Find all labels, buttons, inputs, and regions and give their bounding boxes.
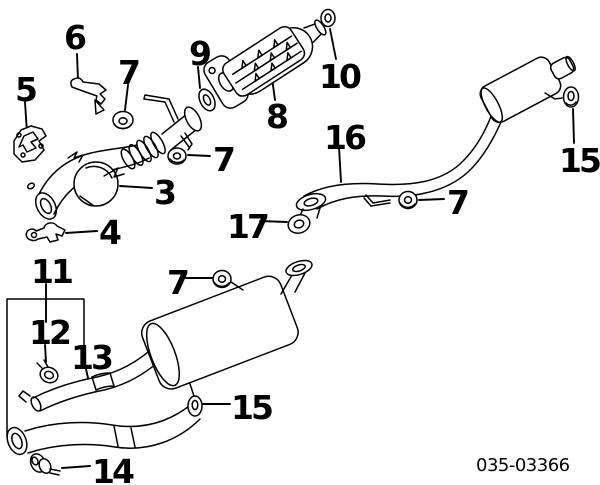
hanger-rod xyxy=(544,92,563,100)
part-callout-4: 4 xyxy=(99,213,122,252)
part-callout-7-mid: 7 xyxy=(213,140,236,179)
part-callout-5: 5 xyxy=(15,70,38,109)
part-callout-10: 10 xyxy=(319,57,362,96)
part-callout-16: 16 xyxy=(324,118,367,157)
flex-pipe-section xyxy=(120,131,166,170)
catalytic-converter xyxy=(222,19,327,97)
hanger-ring xyxy=(562,86,580,108)
part-callout-11: 11 xyxy=(31,252,74,291)
part-callout-7-right: 7 xyxy=(447,183,470,222)
middle-pipe xyxy=(143,94,203,151)
part-callout-9: 9 xyxy=(189,34,212,73)
front-pipe xyxy=(26,144,150,220)
part-callout-13: 13 xyxy=(71,338,114,377)
hook-bracket xyxy=(25,222,66,243)
part-callout-7-top: 7 xyxy=(118,53,141,92)
gasket xyxy=(198,88,216,112)
clamp xyxy=(36,359,59,384)
assembly-bracket-box xyxy=(6,298,85,438)
diagram-code: 035-03366 xyxy=(476,455,570,476)
rubber-mount xyxy=(112,110,134,130)
gasket xyxy=(287,214,311,234)
rubber-mount xyxy=(212,269,232,289)
part-callout-6: 6 xyxy=(64,18,87,57)
gasket xyxy=(320,8,336,28)
part-callout-12: 12 xyxy=(29,313,72,352)
part-callout-8: 8 xyxy=(266,97,289,136)
rubber-mount xyxy=(167,147,187,165)
part-callout-17: 17 xyxy=(227,207,270,246)
part-callout-7-bottom: 7 xyxy=(167,263,190,302)
leader-lines xyxy=(24,28,575,469)
mounting-bracket xyxy=(13,125,47,163)
part-callout-15-bottom: 15 xyxy=(231,388,274,427)
tailpipe xyxy=(18,342,166,412)
hanger-ring xyxy=(187,395,203,417)
part-callout-3: 3 xyxy=(154,173,177,212)
part-callout-15-right: 15 xyxy=(559,141,600,180)
rubber-grommet xyxy=(29,453,61,476)
rear-muffler xyxy=(140,259,313,397)
tailpipe xyxy=(6,402,201,456)
rubber-mount xyxy=(398,190,418,210)
center-muffler xyxy=(479,55,576,124)
part-callout-14: 14 xyxy=(92,452,135,485)
hanger-bracket xyxy=(70,77,107,115)
center-pipe xyxy=(295,113,502,219)
